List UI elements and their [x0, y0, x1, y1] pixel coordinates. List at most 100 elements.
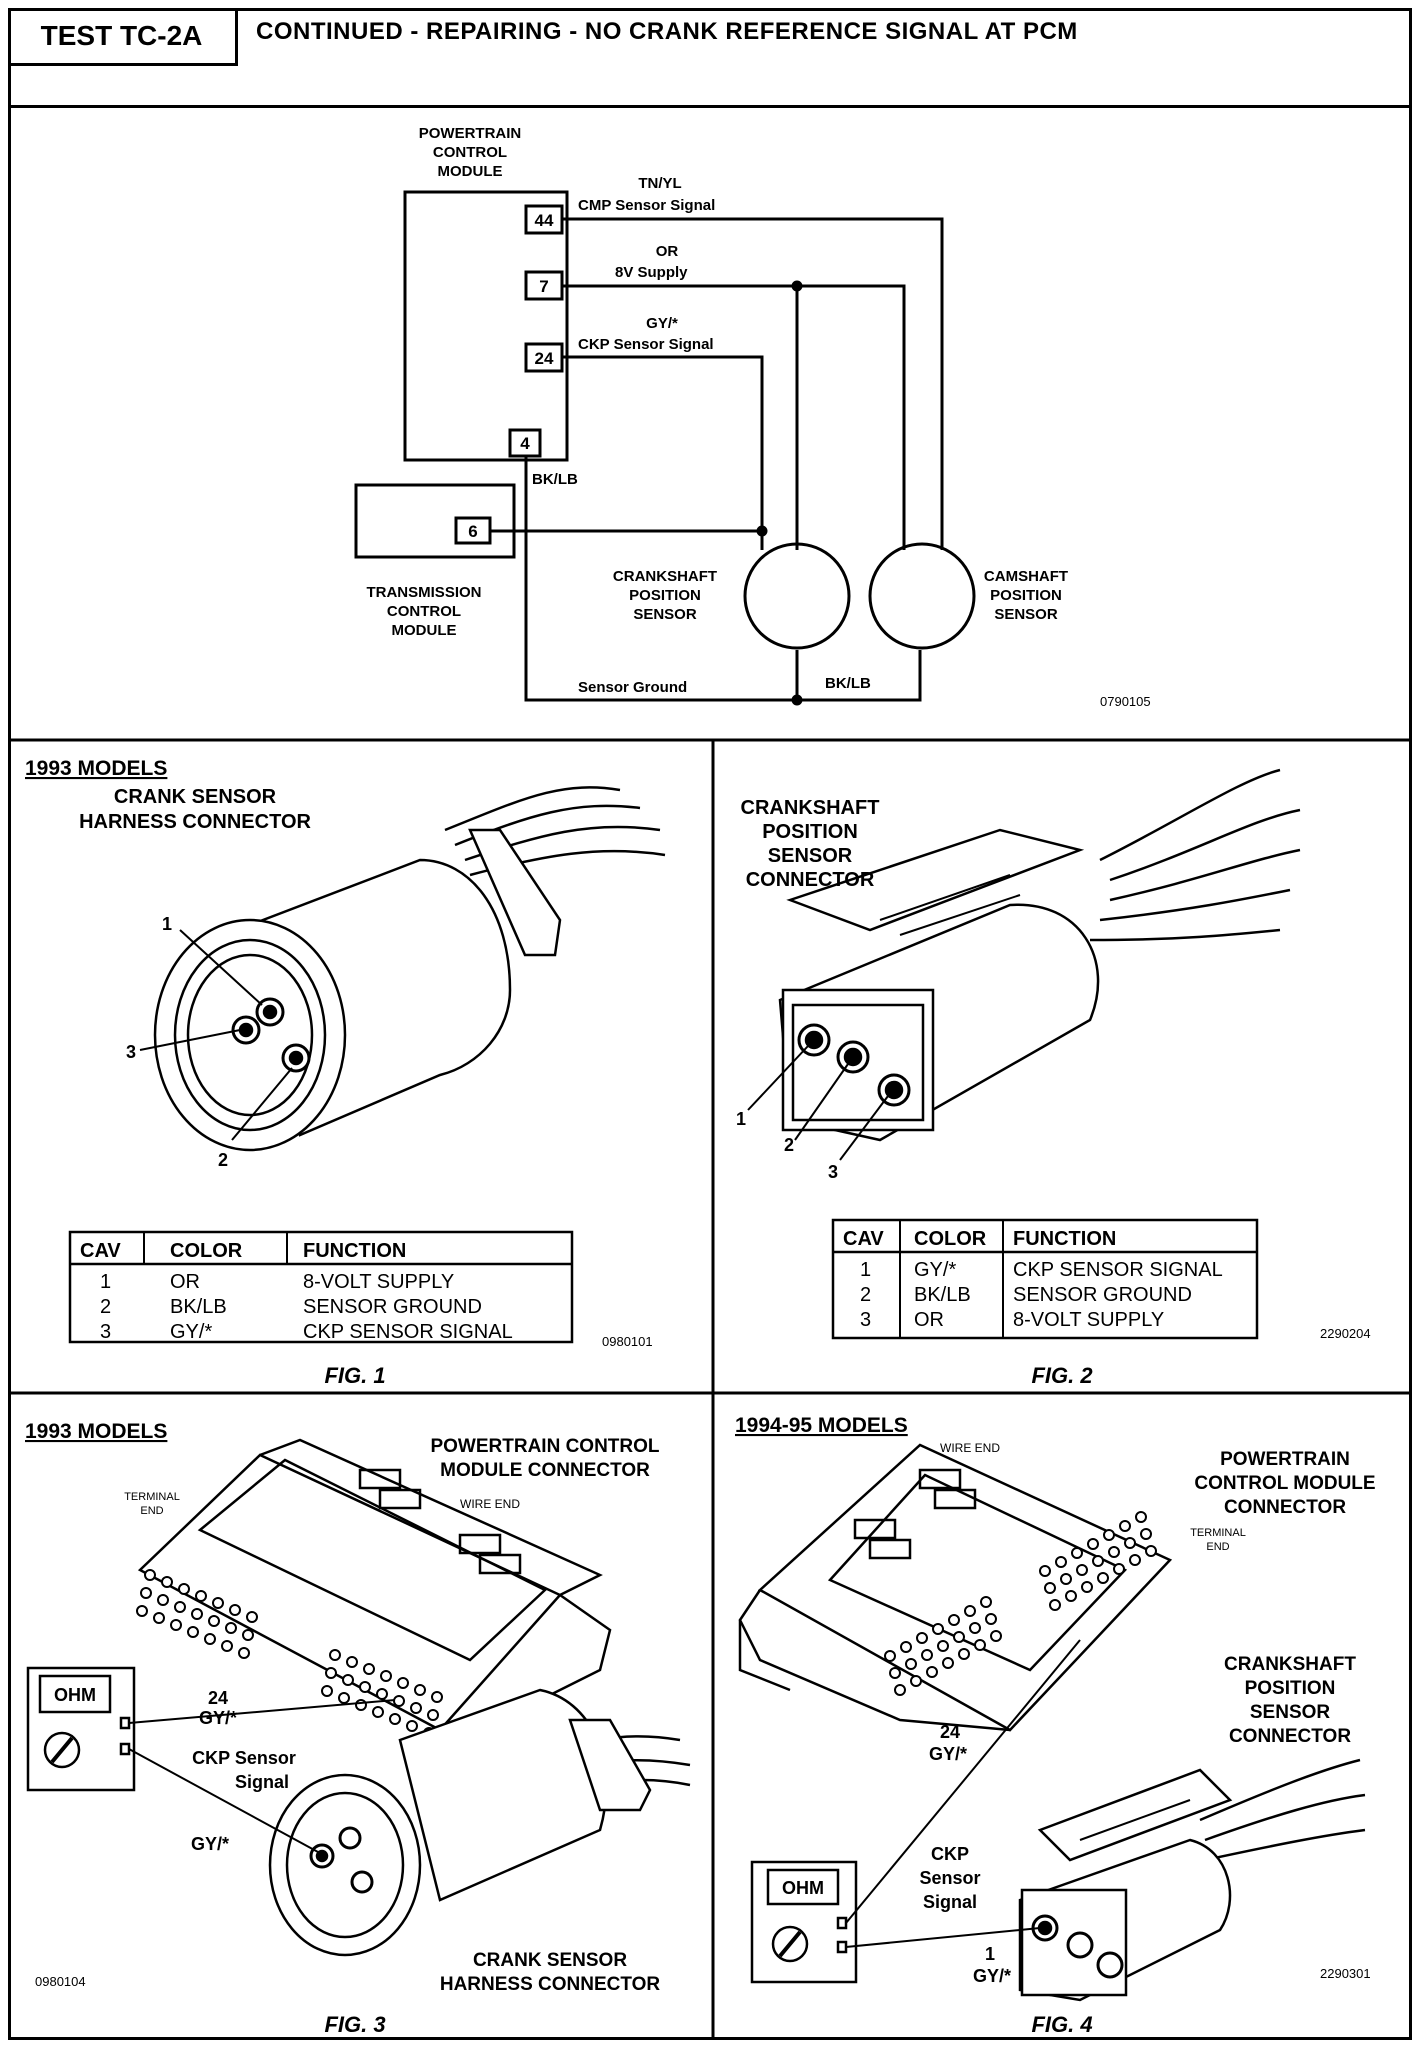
ckp-wire: [562, 355, 764, 550]
fig2-title-3: SENSOR: [768, 845, 853, 867]
fig4-caption: FIG. 4: [1031, 2012, 1092, 2037]
connector-pin: [187, 1626, 199, 1638]
connector-pin: [427, 1709, 439, 1721]
connector-pin: [1119, 1520, 1131, 1532]
fig2-th-function: FUNCTION: [1013, 1228, 1116, 1250]
fig1-r3-color: GY/*: [170, 1321, 212, 1343]
connector-pin: [1097, 1572, 1109, 1584]
fig1-th-color: COLOR: [170, 1240, 243, 1262]
pin-7: 7: [539, 277, 548, 296]
connector-pin: [329, 1649, 341, 1661]
connector-pin: [242, 1629, 254, 1641]
fig4-wire-end: WIRE END: [940, 1441, 1000, 1455]
crank-label-1: CRANKSHAFT: [613, 568, 717, 585]
fig1-code: 0980101: [602, 1334, 653, 1349]
connector-pin: [414, 1684, 426, 1696]
fig4-ckp-title-3: SENSOR: [1250, 1702, 1331, 1723]
schematic-code: 0790105: [1100, 694, 1151, 709]
connector-pin: [325, 1667, 337, 1679]
connector-pin: [161, 1576, 173, 1588]
ckp-wire-color: GY/*: [646, 315, 678, 332]
cam-label-1: CAMSHAFT: [984, 568, 1068, 585]
connector-pin: [1124, 1537, 1136, 1549]
connector-pin: [346, 1656, 358, 1668]
fig4-ckp-title-2: POSITION: [1245, 1678, 1336, 1699]
fig4-meter-label: OHM: [782, 1878, 824, 1898]
connector-pin: [985, 1613, 997, 1625]
connector-pin: [1103, 1529, 1115, 1541]
fig2-r3-function: 8-VOLT SUPPLY: [1013, 1309, 1164, 1331]
connector-pin: [140, 1587, 152, 1599]
header-bar: TEST TC-2A CONTINUED - REPAIRING - NO CR…: [8, 8, 1412, 108]
cam-label-2: POSITION: [990, 587, 1062, 604]
connector-pin: [1039, 1565, 1051, 1577]
fig2-r2-function: SENSOR GROUND: [1013, 1284, 1192, 1306]
pcm-box: [403, 190, 569, 462]
pcm-label-2: CONTROL: [433, 144, 507, 161]
fig3-terminal-end-2: END: [140, 1505, 163, 1517]
connector-pin: [221, 1640, 233, 1652]
fig2-r2-cav: 2: [860, 1284, 871, 1306]
ckp-wire-name: CKP Sensor Signal: [578, 336, 714, 353]
connector-pin: [144, 1569, 156, 1581]
fig4-pcm-title-3: CONNECTOR: [1224, 1497, 1346, 1518]
fig3-pin: 24: [208, 1688, 228, 1708]
fig4-ckp-title-4: CONNECTOR: [1229, 1726, 1351, 1747]
connector-pin: [910, 1675, 922, 1687]
pin-24: 24: [535, 349, 554, 368]
connector-pin: [1135, 1511, 1147, 1523]
ground-wire-name: Sensor Ground: [578, 679, 687, 696]
fig2-r3-color: OR: [914, 1309, 944, 1331]
connector-pin: [191, 1608, 203, 1620]
connector-pin: [1076, 1564, 1088, 1576]
fig4-ckp-title-1: CRANKSHAFT: [1224, 1654, 1356, 1675]
fig1-title-2: HARNESS CONNECTOR: [79, 811, 311, 833]
connector-pin: [921, 1649, 933, 1661]
fig3-gy: GY/*: [191, 1834, 229, 1854]
connector-pin: [974, 1639, 986, 1651]
fig3-caption: FIG. 3: [324, 2012, 385, 2037]
fig1-r1-function: 8-VOLT SUPPLY: [303, 1271, 454, 1293]
fig2-caption: FIG. 2: [1031, 1363, 1093, 1388]
connector-pin: [321, 1685, 333, 1697]
connector-pin: [884, 1650, 896, 1662]
fig3-crank-title-2: HARNESS CONNECTOR: [440, 1974, 661, 1995]
fig2-title-1: CRANKSHAFT: [741, 797, 880, 819]
connector-pin: [225, 1622, 237, 1634]
fig4-pcm-title-2: CONTROL MODULE: [1194, 1473, 1375, 1494]
fig1-callout-1: 1: [162, 914, 172, 934]
ground-wire-color: BK/LB: [532, 471, 578, 488]
fig4-terminal-end-2: END: [1206, 1541, 1229, 1553]
fig2-table: CAV COLOR FUNCTION 1 GY/* CKP SENSOR SIG…: [831, 1218, 1259, 1340]
connector-pin: [953, 1631, 965, 1643]
fig1-callout-3: 3: [126, 1042, 136, 1062]
fig1-callout-2: 2: [218, 1150, 228, 1170]
fig1-table: CAV COLOR FUNCTION 1 OR 8-VOLT SUPPLY 2 …: [68, 1230, 574, 1344]
connector-pin: [1129, 1554, 1141, 1566]
connector-pin: [1044, 1582, 1056, 1594]
fig3-crank-connector-drawing: [268, 1688, 691, 1957]
connector-pin: [980, 1596, 992, 1608]
connector-pin: [964, 1605, 976, 1617]
tcm-label-3: MODULE: [392, 622, 457, 639]
connector-pin: [212, 1597, 224, 1609]
connector-pin: [894, 1684, 906, 1696]
pcm-label-1: POWERTRAIN: [419, 125, 522, 142]
connector-pin: [363, 1663, 375, 1675]
connector-pin: [238, 1647, 250, 1659]
fig2-callout-1: 1: [736, 1109, 746, 1129]
connector-pin: [958, 1648, 970, 1660]
fig2-r1-cav: 1: [860, 1259, 871, 1281]
connector-pin: [376, 1688, 388, 1700]
fig1-connector-drawing: [139, 786, 666, 1152]
test-id: TEST TC-2A: [8, 8, 238, 66]
connector-pin: [359, 1681, 371, 1693]
fig4-cav: 1: [985, 1944, 995, 1964]
fig3-signal-2: Signal: [235, 1772, 289, 1792]
camshaft-sensor-circle: [868, 542, 976, 650]
fig3-signal-1: CKP Sensor: [192, 1748, 296, 1768]
fig4-ohmmeter: [750, 1639, 1081, 1984]
fig2-callout-3: 3: [828, 1162, 838, 1182]
fig2-r1-color: GY/*: [914, 1259, 956, 1281]
